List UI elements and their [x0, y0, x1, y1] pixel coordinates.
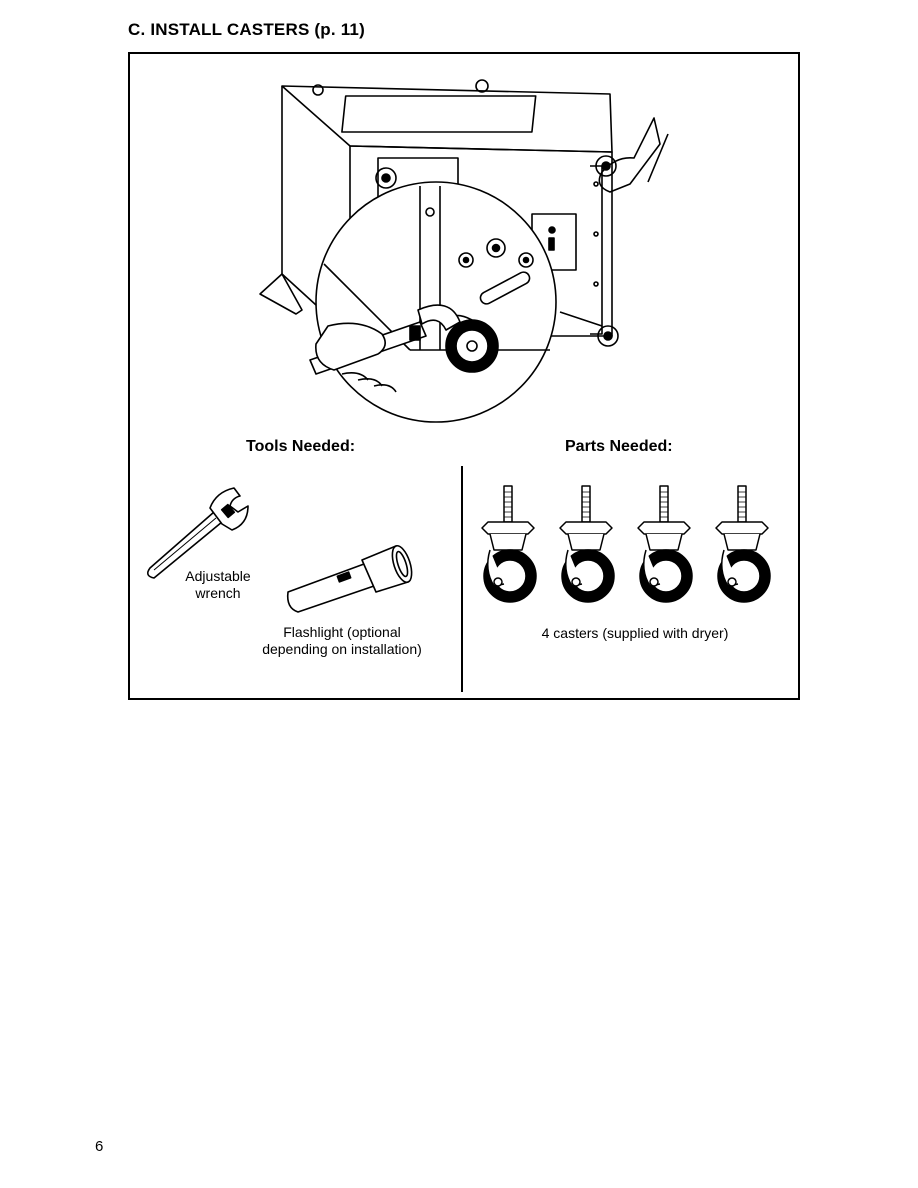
caster-icon-1: [481, 485, 537, 603]
tools-title: Tools Needed:: [246, 438, 356, 455]
page-number: 6: [95, 1138, 104, 1155]
flashlight-icon: [286, 544, 413, 613]
section-heading: C. INSTALL CASTERS (p. 11): [128, 20, 365, 39]
flashlight-label-line1: Flashlight (optional: [283, 624, 401, 640]
instruction-frame: Tools Needed: Parts Needed: Adjustable w…: [128, 52, 800, 700]
caster-icon-3: [637, 485, 693, 603]
caster-icon-4: [715, 485, 771, 603]
casters-group: [481, 485, 771, 603]
flashlight-label-line2: depending on installation): [262, 641, 422, 657]
wrench-icon: [146, 487, 249, 579]
flashlight-label: Flashlight (optional depending on instal…: [242, 624, 442, 658]
wrench-label-line2: wrench: [195, 585, 241, 601]
caster-icon-2: [559, 485, 615, 603]
casters-label: 4 casters (supplied with dryer): [541, 625, 729, 641]
parts-title: Parts Needed:: [565, 438, 673, 455]
wrench-label-line1: Adjustable: [185, 568, 251, 584]
dryer-illustration: [259, 79, 669, 423]
column-divider: [461, 466, 463, 692]
wrench-label: Adjustable wrench: [178, 568, 258, 602]
